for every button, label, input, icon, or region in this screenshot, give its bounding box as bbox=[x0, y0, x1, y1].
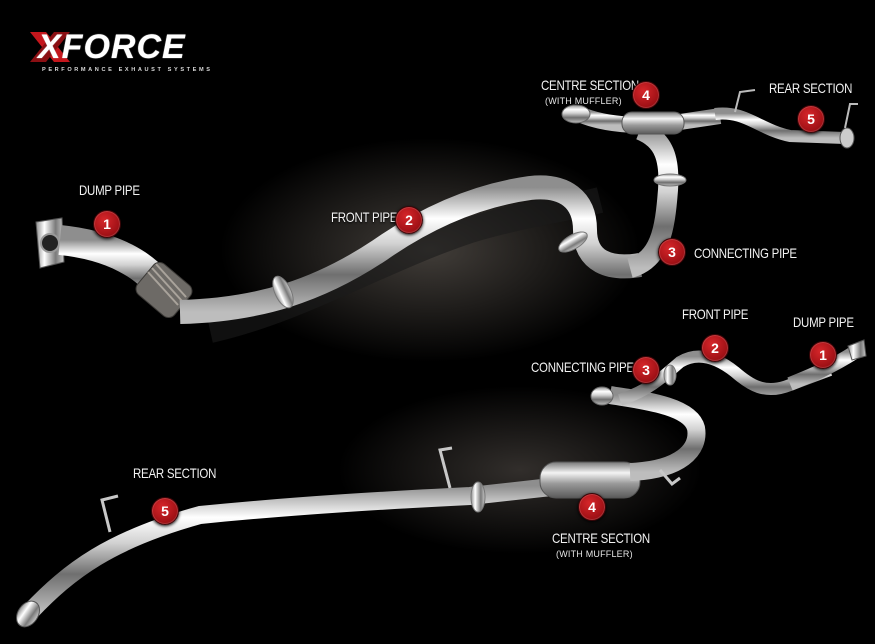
upper-front-pipe-badge: 2 bbox=[395, 206, 423, 234]
upper-centre-section-badge: 4 bbox=[632, 81, 660, 109]
lower-centre-section-label: CENTRE SECTION bbox=[552, 530, 650, 546]
upper-rear-section-badge: 5 bbox=[797, 105, 825, 133]
brand-tagline: PERFORMANCE EXHAUST SYSTEMS bbox=[42, 67, 213, 73]
upper-connecting-pipe-label: CONNECTING PIPE bbox=[694, 245, 797, 261]
upper-rear-section-label: REAR SECTION bbox=[769, 80, 853, 96]
upper-connecting-pipe-badge: 3 bbox=[658, 238, 686, 266]
brand-logo: XFORCE PERFORMANCE EXHAUST SYSTEMS bbox=[30, 26, 270, 76]
lower-rear-section-badge: 5 bbox=[151, 497, 179, 525]
lower-front-pipe-badge: 2 bbox=[701, 334, 729, 362]
lower-centre-section-sublabel: (WITH MUFFLER) bbox=[556, 549, 633, 559]
lower-exhaust-system bbox=[16, 339, 867, 628]
upper-centre-section-sublabel: (WITH MUFFLER) bbox=[545, 96, 622, 106]
lower-connecting-pipe-label: CONNECTING PIPE bbox=[531, 359, 634, 375]
upper-dump-pipe-label: DUMP PIPE bbox=[79, 182, 140, 198]
logo-x-mark bbox=[30, 32, 70, 62]
lower-dump-pipe-label: DUMP PIPE bbox=[793, 314, 854, 330]
upper-front-pipe-label: FRONT PIPE bbox=[331, 209, 398, 225]
upper-centre-section-label: CENTRE SECTION bbox=[541, 77, 639, 93]
upper-dump-pipe-badge: 1 bbox=[93, 210, 121, 238]
lower-dump-pipe-badge: 1 bbox=[809, 341, 837, 369]
lower-front-pipe-label: FRONT PIPE bbox=[682, 306, 749, 322]
lower-rear-section-label: REAR SECTION bbox=[133, 465, 217, 481]
brand-name: XFORCE bbox=[38, 28, 186, 66]
lower-centre-section-badge: 4 bbox=[578, 493, 606, 521]
upper-exhaust-system bbox=[35, 89, 858, 343]
lower-connecting-pipe-badge: 3 bbox=[632, 356, 660, 384]
